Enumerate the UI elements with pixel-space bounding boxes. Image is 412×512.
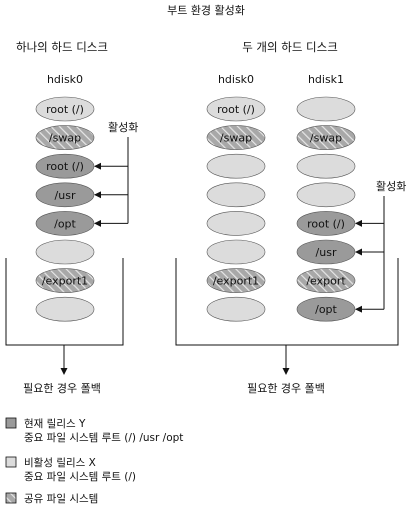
legend-swatch-inactive [5,456,17,468]
legend: 현재 릴리스 Y 중요 파일 시스템 루트 (/) /usr /opt 비활성 … [5,417,183,505]
left-disk-name: hdisk0 [47,73,83,86]
disk-slice [206,296,266,322]
right-heading: 두 개의 하드 디스크 [242,40,338,54]
disk-slice-label: /export [306,275,346,288]
disk-slice [206,268,266,293]
disk-slice-label: /export1 [213,275,259,288]
right-disk0-stack: root (/) /swap/export1 [206,96,266,322]
disk-slice [206,239,266,265]
disk-slice-label: /opt [54,217,76,230]
right-fallback-bracket [175,258,399,375]
left-fallback-label: 필요한 경우 폴백 [23,382,101,395]
disk-slice-label: /export1 [42,275,88,288]
right-fallback-label: 필요한 경우 폴백 [247,382,325,395]
legend-swatch-active [5,417,17,429]
disk-slice-label: /opt [315,303,337,316]
left-disk-stack: root (/) /swap root (/) /usr/opt/export1 [35,96,95,322]
legend-shared-line1: 공유 파일 시스템 [24,492,98,505]
disk-slice-label: root (/) [46,160,84,173]
disk-slice [296,125,356,150]
legend-inactive-line2: 중요 파일 시스템 루트 (/) [24,470,136,483]
right-activate-arrows [355,196,385,313]
disk-slice-label: /swap [310,132,342,145]
left-fallback-bracket [5,258,124,375]
disk-slice [35,239,95,265]
right-disk1-stack: /swap root (/) /usr/export/opt [296,96,356,322]
right-activate-label: 활성화 [376,179,406,193]
disk-slice-label: /swap [220,132,252,145]
disk-slice-label: /usr [316,246,337,259]
disk-slice [206,125,266,150]
disk-slice [296,268,356,293]
disk-slice-label: root (/) [307,217,345,230]
disk-slice-label: /swap [49,132,81,145]
disk-slice [35,125,95,150]
disk-slice-label: root (/) [217,103,255,116]
legend-active-line1: 현재 릴리스 Y [24,417,86,430]
legend-active-line2: 중요 파일 시스템 루트 (/) /usr /opt [24,431,183,444]
left-activate-label: 활성화 [108,120,138,134]
right-disk0-name: hdisk0 [218,73,254,86]
disk-slice [35,268,95,293]
disk-slice [206,153,266,179]
right-disk1-name: hdisk1 [308,73,344,86]
disk-slice [296,96,356,122]
legend-inactive-line1: 비활성 릴리스 X [24,456,96,469]
disk-slice [206,211,266,236]
disk-slice-label: /usr [55,189,76,202]
disk-slice [296,153,356,179]
left-heading: 하나의 하드 디스크 [16,40,108,54]
disk-slice [35,96,95,122]
disk-slice [35,296,95,322]
disk-slice [206,96,266,122]
disk-slice-label: root (/) [46,103,84,116]
disk-slice [296,182,356,208]
diagram-title: 부트 환경 활성화 [167,3,245,17]
left-activate-arrows [94,137,129,227]
legend-swatch-shared [5,492,17,504]
disk-slice [206,182,266,208]
